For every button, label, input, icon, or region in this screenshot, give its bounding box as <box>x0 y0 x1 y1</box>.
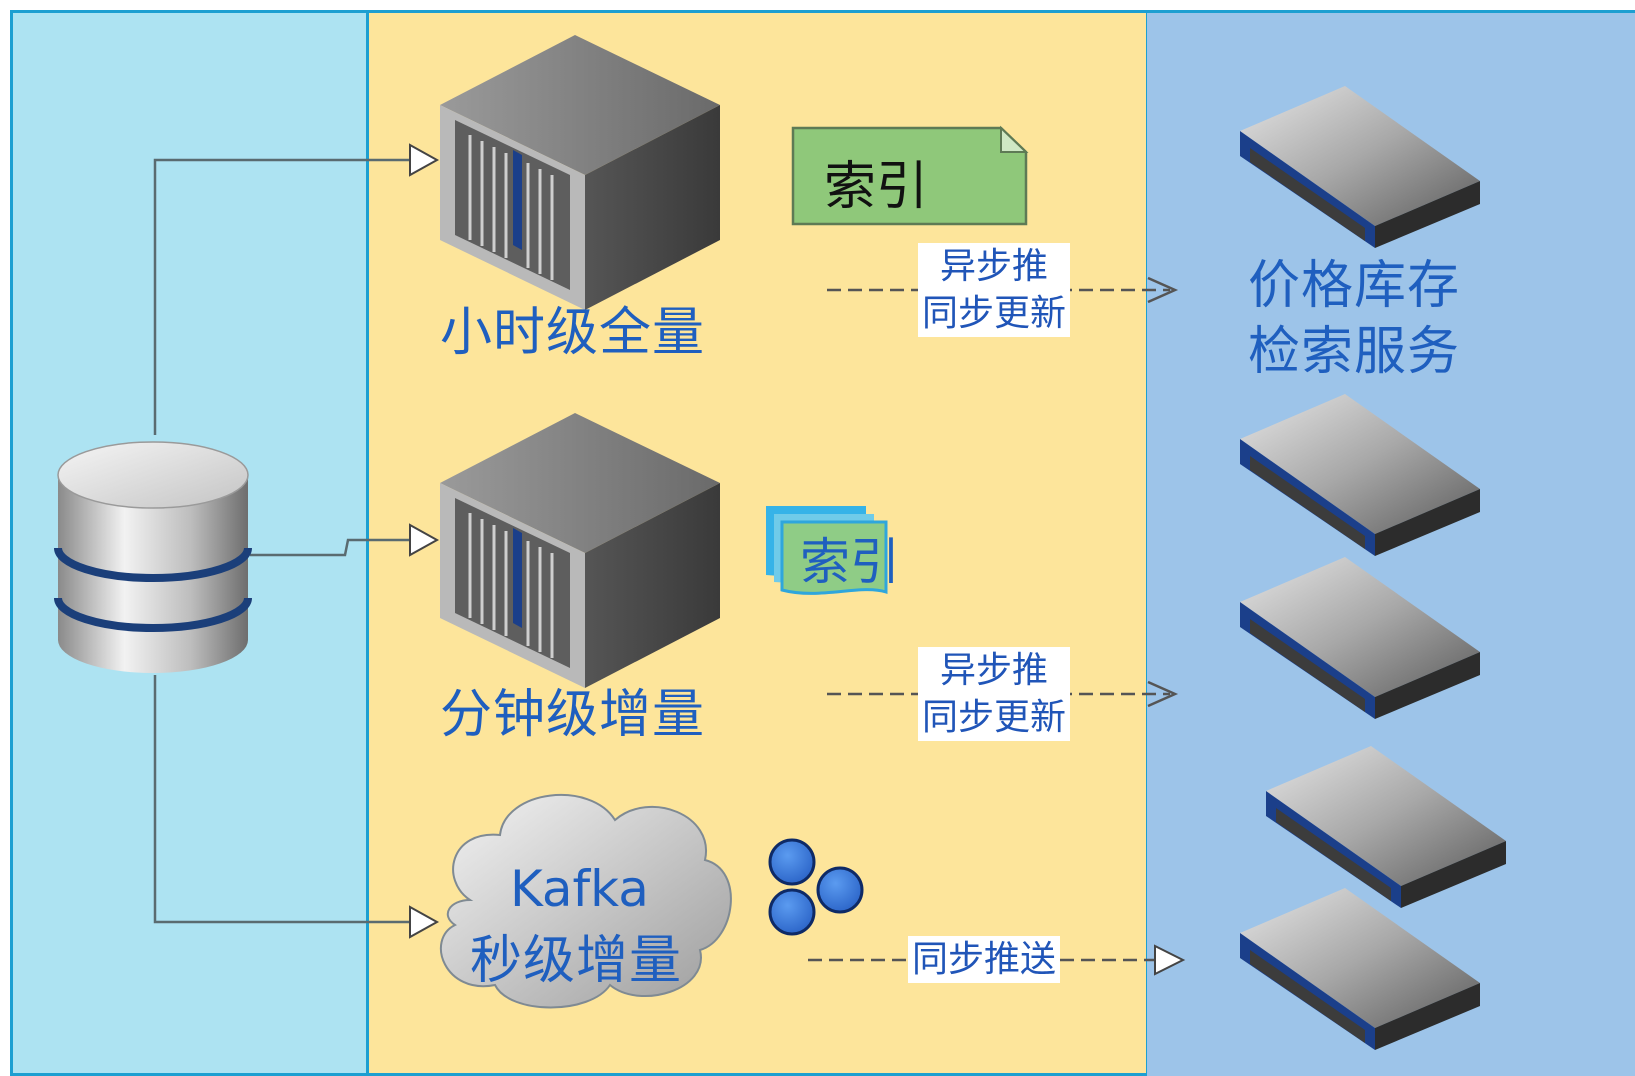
hourly-full-label: 小时级全量 <box>440 303 706 363</box>
push-arrows <box>808 288 1170 962</box>
async-push-line2: 同步更新 <box>922 697 1067 738</box>
async-push-label-1: 异步推 同步更新 <box>918 243 1071 337</box>
index-file-icon <box>791 125 1029 226</box>
push-arrowheads <box>1147 276 1179 708</box>
database-icon <box>54 441 252 673</box>
search-service-line1: 价格库存 <box>1248 256 1461 316</box>
index-stack-icon <box>766 506 888 595</box>
search-server-icon <box>1240 888 1480 1050</box>
search-server-icon <box>1266 746 1506 908</box>
sync-push-arrowhead <box>1154 944 1186 976</box>
second-incremental-label: 秒级增量 <box>470 931 683 991</box>
minute-incremental-label: 分钟级增量 <box>440 685 706 745</box>
async-push-label-2: 异步推 同步更新 <box>918 647 1071 741</box>
index-file-label: 索引 <box>824 157 929 217</box>
server-tower-minute-icon <box>440 413 720 688</box>
async-push-line2: 同步更新 <box>922 293 1067 334</box>
search-service-line2: 检索服务 <box>1248 322 1461 382</box>
sync-push-label: 同步推送 <box>908 936 1061 983</box>
server-tower-hourly-icon <box>440 35 720 310</box>
index-stack-label: 索引 <box>800 533 900 591</box>
search-server-icon <box>1240 86 1480 248</box>
search-server-icon <box>1240 557 1480 719</box>
search-service-title: 价格库存 检索服务 <box>1248 253 1460 385</box>
sync-push-text: 同步推送 <box>912 939 1057 980</box>
kafka-partitions-icon <box>768 838 864 936</box>
kafka-label: Kafka <box>510 860 649 918</box>
kafka-cloud-icon <box>439 793 732 1009</box>
async-push-line1: 异步推 <box>940 246 1049 287</box>
database-connectors <box>153 158 410 924</box>
search-server-icon <box>1240 394 1480 556</box>
async-push-line1: 异步推 <box>940 650 1049 691</box>
connector-arrowheads <box>409 143 440 939</box>
